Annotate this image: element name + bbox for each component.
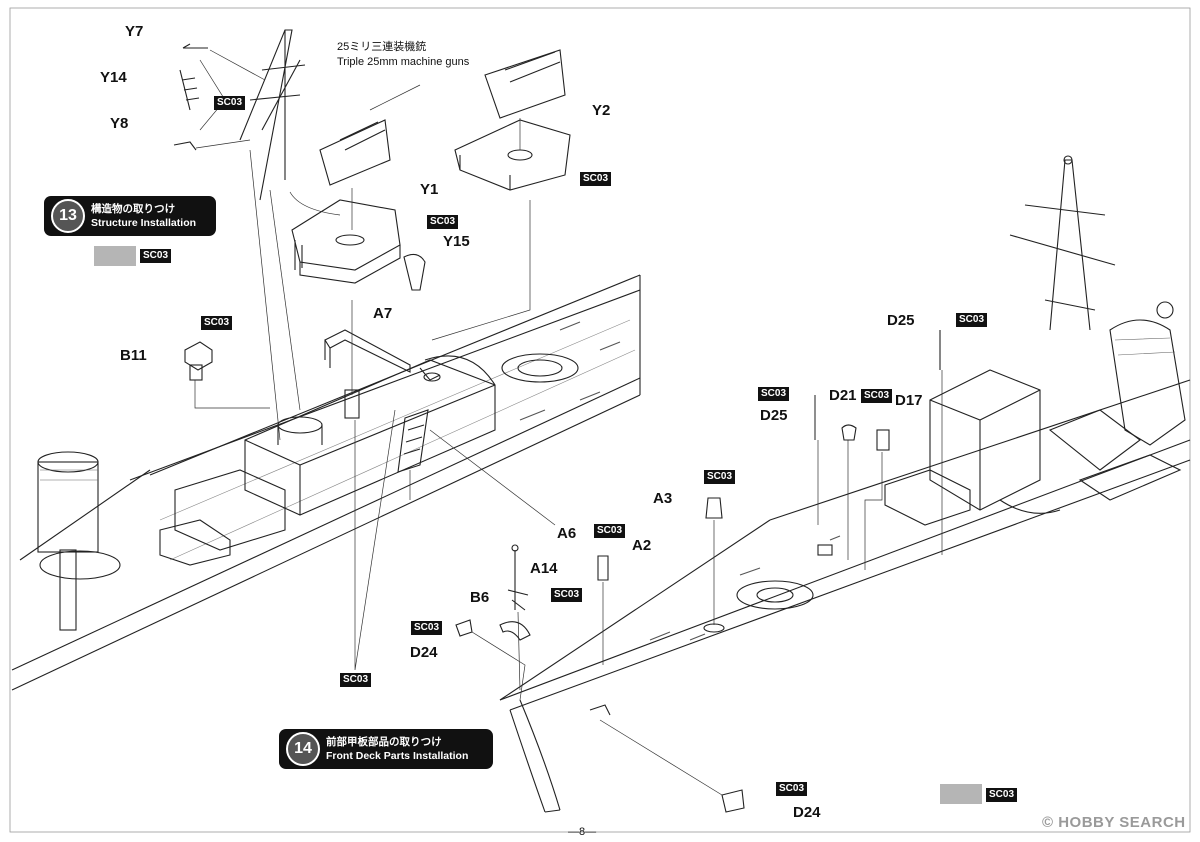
paint-code-d24-lower: SC03 [776,782,808,796]
step-14-title-jp: 前部甲板部品の取りつけ [326,736,442,748]
paint-code-y2: SC03 [580,172,612,186]
part-label-d25-upper: D25 [887,312,915,329]
part-label-a7: A7 [373,305,393,322]
part-label-y14: Y14 [100,69,127,86]
step-13-number: 13 [51,199,85,233]
paint-code-d24-upper: SC03 [411,621,443,635]
paint-code-b11: SC03 [201,316,233,330]
part-label-d24-lower: D24 [793,804,821,821]
step-14-number: 14 [286,732,320,766]
part-label-y1: Y1 [420,181,439,198]
paint-swatch-left [94,246,136,266]
annotation-jp: 25ミリ三連装機銃 [337,41,427,53]
part-label-y7: Y7 [125,23,144,40]
step-13-title-en: Structure Installation [91,217,197,229]
part-label-a3: A3 [653,490,673,507]
paint-code-a14: SC03 [551,588,583,602]
part-label-d17: D17 [895,392,923,409]
paint-code-swatch-right: SC03 [986,788,1018,802]
step-14-badge: 14 前部甲板部品の取りつけ Front Deck Parts Installa… [279,729,493,769]
step-13-badge: 13 構造物の取りつけ Structure Installation [44,196,216,236]
paint-code-swatch-left: SC03 [140,249,172,263]
annotation-en: Triple 25mm machine guns [337,56,470,68]
step-14-title-en: Front Deck Parts Installation [326,750,469,762]
paint-code-a2: SC03 [594,524,626,538]
part-label-d24-upper: D24 [410,644,438,661]
paint-code-bottom-left: SC03 [340,673,372,687]
paint-code-d25-lower: SC03 [758,387,790,401]
paint-swatch-right [940,784,982,804]
watermark: © HOBBY SEARCH [1042,814,1186,831]
paint-code-a3: SC03 [704,470,736,484]
page-number: —8— [568,826,597,838]
paint-code-d25-upper: SC03 [956,313,988,327]
part-label-d25-lower: D25 [760,407,788,424]
paint-code-y14: SC03 [214,96,246,110]
part-label-y2: Y2 [592,102,611,119]
part-label-a2: A2 [632,537,652,554]
part-label-b11: B11 [120,347,147,364]
step-13-title-jp: 構造物の取りつけ [91,203,176,215]
paint-code-d21: SC03 [861,389,893,403]
part-label-b6: B6 [470,589,490,606]
paint-code-y1: SC03 [427,215,459,229]
part-label-a14: A14 [530,560,558,577]
part-label-y15: Y15 [443,233,470,250]
part-label-a6: A6 [557,525,577,542]
part-label-y8: Y8 [110,115,129,132]
part-label-d21: D21 [829,387,857,404]
